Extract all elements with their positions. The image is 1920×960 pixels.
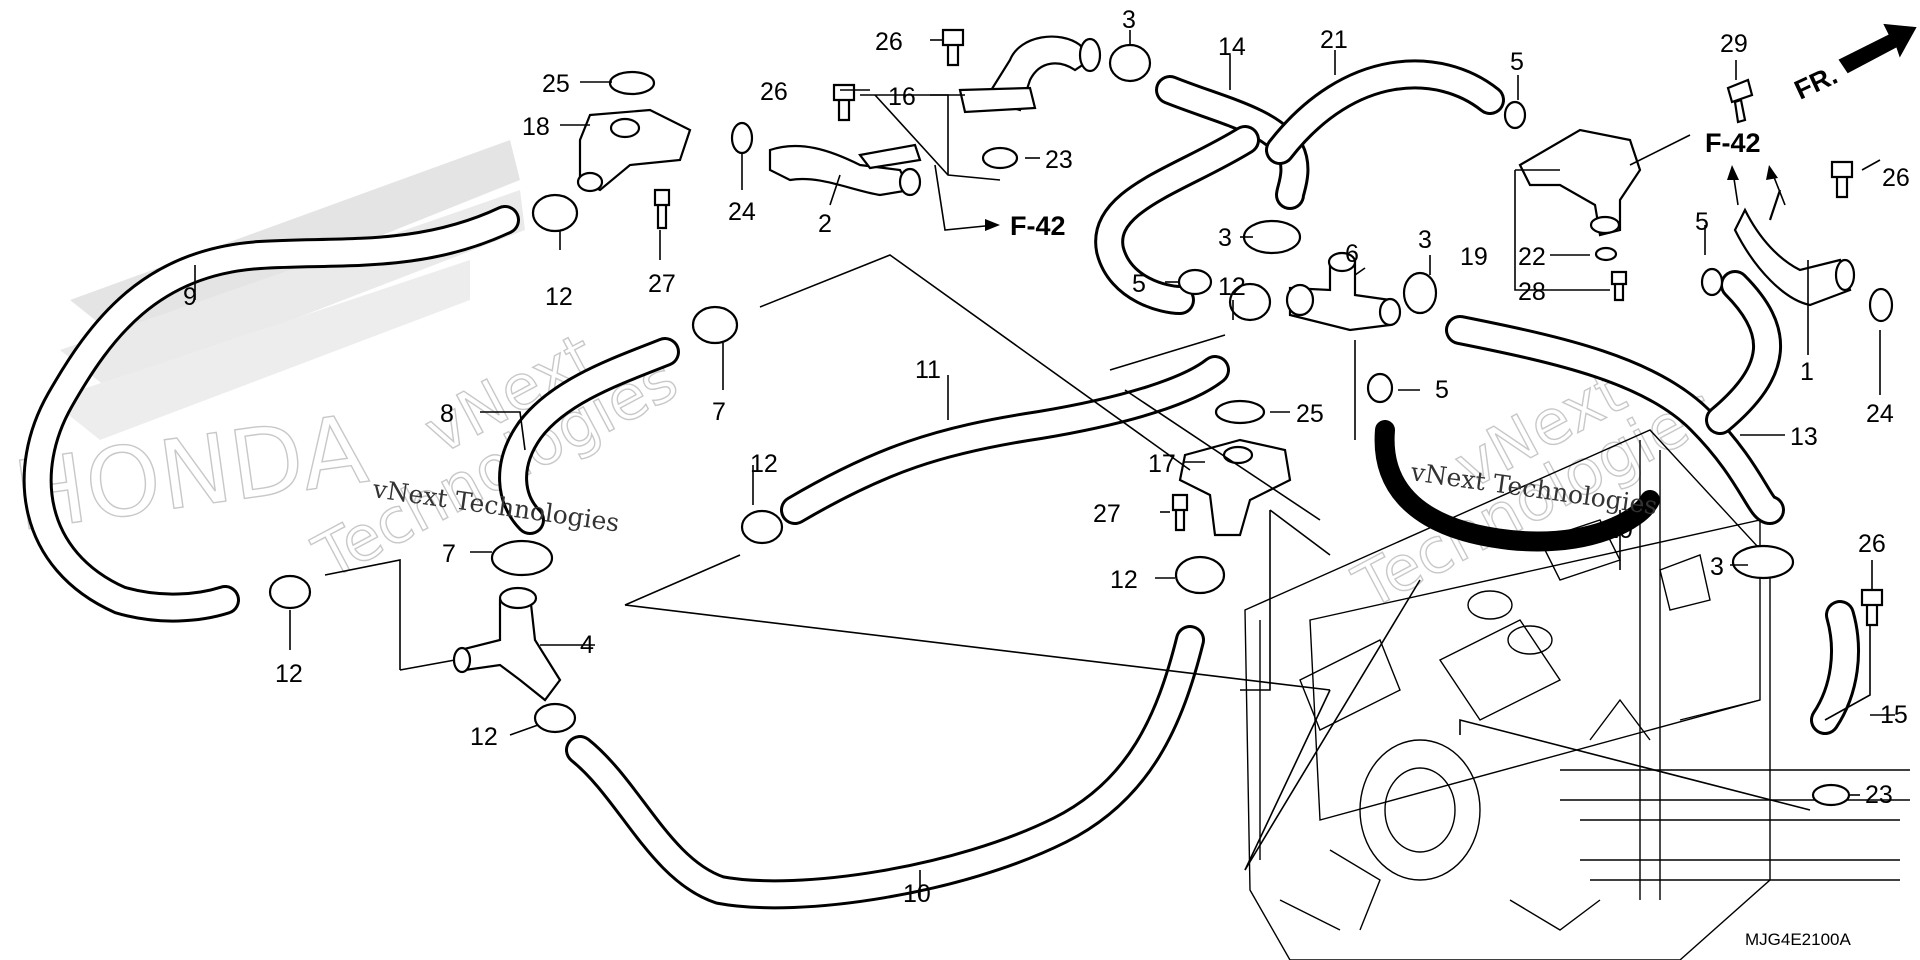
direction-label: FR. [1790,60,1842,106]
callout-15: 15 [1880,701,1908,729]
callout-3-lower: 3 [1710,553,1724,581]
callout-12-f: 12 [470,723,498,751]
callout-3-mid: 3 [1218,224,1232,252]
callout-12-e: 12 [275,660,303,688]
callout-6: 6 [1345,240,1359,268]
callout-18: 18 [522,113,550,141]
ref-f42-left: F-42 [1010,211,1066,241]
callout-27-a: 27 [648,270,676,298]
callout-26-right: 26 [1882,164,1910,192]
part-25-oring-mid [1214,399,1266,425]
callout-12-c: 12 [750,450,778,478]
callout-24-right: 24 [1866,400,1894,428]
part-19-valve [1518,128,1642,237]
callout-10: 10 [903,880,931,908]
hose-13b [1705,270,1782,435]
callout-23-top: 23 [1045,146,1073,174]
callout-11: 11 [915,356,941,384]
hose-8 [498,337,680,535]
callout-3-top: 3 [1122,6,1136,34]
hose-15 [1810,600,1860,735]
callout-19: 19 [1460,243,1488,271]
callout-27-b: 27 [1093,500,1121,528]
callout-26-lower: 26 [1858,530,1886,558]
hose-20 [1374,420,1660,552]
part-16-pipe [958,35,1102,114]
callout-9: 9 [183,283,197,311]
part-18-outlet [576,108,692,193]
hose-11 [780,355,1230,525]
callout-12-d: 12 [1110,566,1138,594]
callout-17: 17 [1148,450,1176,478]
part-24-seal-left [730,121,754,155]
callout-28: 28 [1518,278,1546,306]
front-direction-arrow [1838,23,1917,74]
hose-10 [565,625,1205,910]
callout-26-a: 26 [875,28,903,56]
hose-13 [1445,315,1785,525]
diagram-code: MJG4E2100A [1745,930,1851,949]
part-4-joint [452,586,562,702]
callout-14: 14 [1218,33,1246,61]
callout-5-right: 5 [1695,208,1709,236]
callout-7-a: 7 [712,398,726,426]
part-22-washer [1594,246,1618,262]
bolts [653,28,1884,627]
callout-16: 16 [888,83,916,111]
hose-9 [22,205,520,623]
callout-20: 20 [1605,516,1633,544]
callout-26-b: 26 [760,78,788,106]
callout-29: 29 [1720,30,1748,58]
callouts: 25 18 24 2 F-42 26 26 16 23 3 14 21 5 29… [183,6,1910,908]
part-2-pipe [768,143,922,197]
callout-3-right: 3 [1418,226,1432,254]
hose-21 [1265,59,1505,165]
callout-7-b: 7 [442,540,456,568]
callout-4: 4 [580,631,594,659]
part-23-seal-top [981,146,1019,170]
hose-clamps [268,43,1795,734]
callout-25-mid: 25 [1296,400,1324,428]
callout-22: 22 [1518,243,1546,271]
hose-14b [1094,125,1260,315]
part-25-oring-top [608,70,656,96]
f42-arrows [934,164,1786,231]
part-1-pipe [1733,189,1856,307]
part-17-outlet [1178,438,1292,537]
callout-1: 1 [1800,358,1814,386]
part-24-seal-right [1868,287,1894,323]
callout-21: 21 [1320,26,1348,54]
callout-23-bottom: 23 [1865,781,1893,809]
callout-5-top: 5 [1510,48,1524,76]
callout-12-b: 12 [1218,273,1246,301]
callout-13: 13 [1790,423,1818,451]
leader-lines [194,30,1895,898]
part-6-joint [1285,251,1402,332]
callout-5-mid: 5 [1132,270,1146,298]
callout-12-a: 12 [545,283,573,311]
ref-f42-right: F-42 [1705,128,1761,158]
callout-25-top: 25 [542,70,570,98]
part-23-seal-bottom [1811,783,1851,807]
callout-24-left: 24 [728,198,756,226]
callout-8: 8 [440,400,454,428]
callout-5-lower: 5 [1435,376,1449,404]
callout-2: 2 [818,210,832,238]
